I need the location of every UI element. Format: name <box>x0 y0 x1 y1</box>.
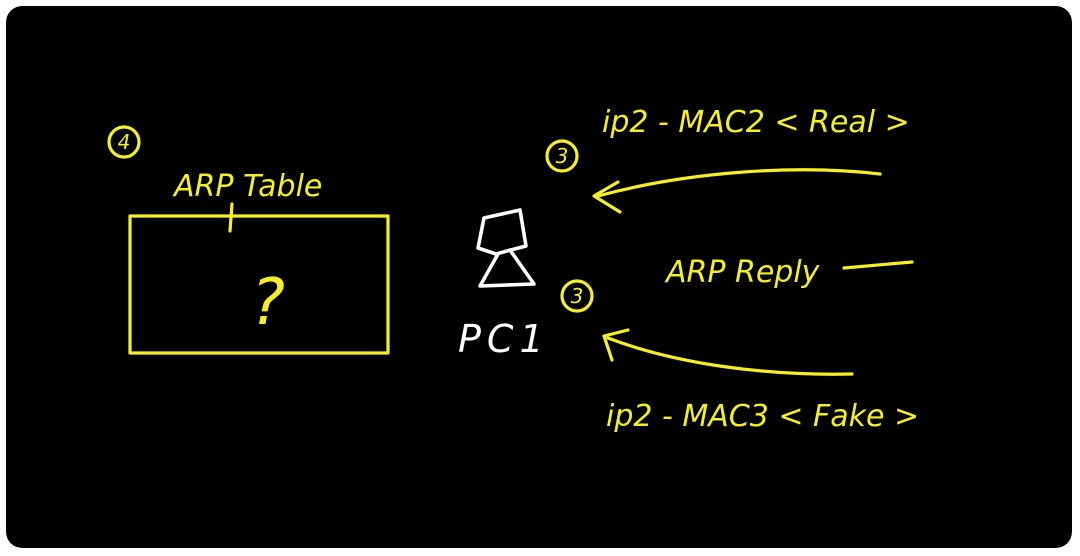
arp-table-box <box>128 214 390 355</box>
arp-reply-label: ARP Reply <box>664 255 821 290</box>
real-reply-arrow-head <box>592 180 622 214</box>
computer-stand <box>478 248 536 288</box>
step-3-circle-real <box>545 139 579 173</box>
step-4-badge: 4 <box>107 125 141 159</box>
diagram-svg: 4 ARP Table ? PC1 3 ip2 - MAC2 < Real > … <box>6 6 1072 548</box>
fake-reply-text: ip2 - MAC3 < Fake > <box>606 399 919 434</box>
step-3-circle-fake <box>560 279 594 313</box>
arp-table-unknown-mark: ? <box>251 266 285 340</box>
whiteboard-canvas: 4 ARP Table ? PC1 3 ip2 - MAC2 < Real > … <box>6 6 1072 548</box>
fake-reply-arrow-head <box>602 328 630 362</box>
real-reply-text: ip2 - MAC2 < Real > <box>602 105 910 140</box>
step-3-number-fake: 3 <box>571 284 584 308</box>
step-4-circle <box>107 125 141 159</box>
step-3-badge-fake: 3 <box>560 279 594 313</box>
fake-reply-arrow-line <box>606 336 854 376</box>
pc-label: PC1 <box>458 317 550 361</box>
step-3-number-real: 3 <box>556 144 569 168</box>
step-3-badge-real: 3 <box>545 139 579 173</box>
computer-icon <box>476 208 536 288</box>
arp-table-label: ARP Table <box>172 169 322 204</box>
step-4-number: 4 <box>118 130 131 154</box>
real-reply-arrow-line <box>596 168 882 198</box>
board-background <box>6 6 1072 548</box>
arp-reply-underline <box>842 260 914 270</box>
